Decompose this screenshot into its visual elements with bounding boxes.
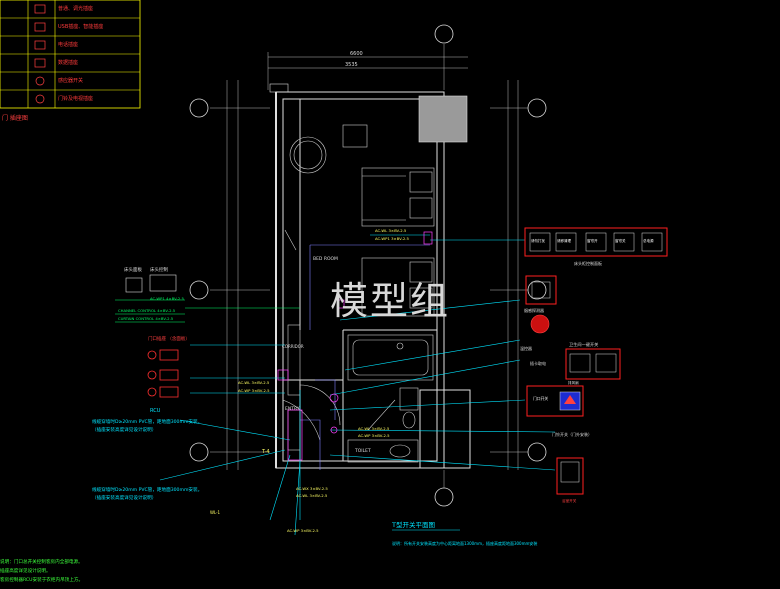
right-top-caption: 床头柜控制面板: [574, 260, 602, 266]
svg-text:AC-WP 3×BV-2.5: AC-WP 3×BV-2.5: [238, 388, 270, 393]
label-toilet: TOILET: [354, 448, 371, 454]
cable-b: CHANNEL CONTROL 4×BV-2.5: [118, 308, 176, 313]
note-left-0: 线缆穿墙时D≥20mm PVC管，距地面300mm安装。: [92, 418, 202, 425]
label-corridor: CORRIDOR: [282, 344, 304, 349]
right-label-4: 总电源: [643, 238, 654, 243]
note-left2-1: （插座安装高度详见设计说明）: [92, 494, 156, 501]
note-left2-0: 线缆穿墙时D≥20mm PVC管，距地面300mm安装。: [92, 486, 202, 493]
legend-table: 普通、调光插座 USB插座、智能插座 电话插座 数据插座 感应器开关 门铃及电视…: [0, 0, 141, 109]
note-left-1: （插座安装高度详见设计说明）: [92, 426, 156, 433]
cable-a: AC-WP1 4×BV-2.5: [150, 296, 185, 301]
bottom-note-0: 说明：门口总开关控制客房内全部电源。: [0, 558, 83, 565]
svg-text:AC-WL 3×BV-2.5: AC-WL 3×BV-2.5: [296, 493, 328, 498]
label-entry: ENTRY: [285, 406, 300, 412]
right-label-2: 窗帘开: [587, 238, 598, 243]
label-bed-room: BED ROOM: [313, 256, 338, 262]
rcu-label: RCU: [150, 408, 161, 414]
plan-title: T型开关平面图: [391, 520, 435, 529]
dim-top-part: 3535: [345, 62, 358, 68]
tag-tv: T-4: [261, 449, 270, 455]
room-walls: [275, 91, 471, 469]
right-label-1: 请即清理: [557, 238, 571, 243]
cable-tags: AC-WL 3×BV-2.5 AC-WP1 3×BV-2.5 AC-WL 3×B…: [238, 228, 410, 533]
svg-text:AC-WL 3×BV-2.5: AC-WL 3×BV-2.5: [375, 228, 407, 233]
left-group-label: 门口插座 （含面板）: [148, 335, 190, 342]
left-label-b: 床头控制: [150, 266, 168, 273]
bottom-note-2: 客房控制器RCU安装于衣柜内吊顶上方。: [0, 576, 83, 583]
right-panels: [524, 227, 668, 495]
bottom-box-label: 浴室开关: [562, 498, 577, 503]
card-label: 插卡取电: [530, 360, 546, 366]
fixtures: [277, 231, 433, 461]
tag-wl: WL-1: [210, 510, 221, 515]
right-label-0: 请勿打扰: [531, 238, 545, 243]
bottom-note-1: 插座高度详见设计说明。: [0, 567, 51, 574]
door-switch: 门口开关: [533, 396, 548, 401]
mini-label: 卫生间一键开关: [569, 341, 598, 348]
side-note: 门 插座图: [2, 114, 28, 122]
dimension-lines: [210, 44, 528, 488]
plan-note: 说明：所有开关安装高度为中心距离地面1300mm，插座高度距地面300mm安装: [392, 540, 537, 546]
watermark: 模型组: [330, 279, 451, 323]
fire-label: 烟感探测器: [524, 307, 544, 313]
furniture: [282, 124, 435, 463]
bath-label: 排风扇: [568, 380, 579, 385]
cable-c: CURTAIN CONTROL 4×BV-2.5: [118, 316, 174, 321]
thermo-label: 温控器: [520, 345, 532, 351]
svg-text:AC-WP1 3×BV-2.5: AC-WP1 3×BV-2.5: [375, 236, 410, 241]
door-label: 门铃开关（门外安装）: [552, 431, 592, 437]
svg-text:AC-WX 3×BV-2.5: AC-WX 3×BV-2.5: [296, 486, 328, 491]
left-panel: [115, 274, 185, 323]
right-label-3: 窗帘关: [615, 238, 626, 243]
legend-row-4: 感应器开关: [58, 77, 83, 84]
legend-row-0: 普通、调光插座: [58, 5, 93, 12]
legend-row-3: 数据插座: [58, 59, 78, 66]
svg-text:AC-WL 3×BV-2.5: AC-WL 3×BV-2.5: [358, 426, 390, 431]
shaft-block: [418, 95, 468, 143]
left-label-a: 床头面板: [124, 266, 142, 273]
wiring: [159, 234, 556, 536]
dim-top-total: 6600: [350, 51, 363, 57]
legend-row-1: USB插座、智能插座: [58, 23, 103, 30]
window-mark: [269, 83, 340, 93]
left-sockets: [147, 349, 179, 398]
svg-text:AC-WL 3×BV-2.5: AC-WL 3×BV-2.5: [238, 380, 270, 385]
svg-text:AC-WP 3×BV-2.5: AC-WP 3×BV-2.5: [287, 528, 319, 533]
svg-text:AC-WP 3×BV-2.5: AC-WP 3×BV-2.5: [358, 433, 390, 438]
legend-row-5: 门铃及电视插座: [58, 95, 93, 102]
legend-row-2: 电话插座: [58, 41, 78, 48]
